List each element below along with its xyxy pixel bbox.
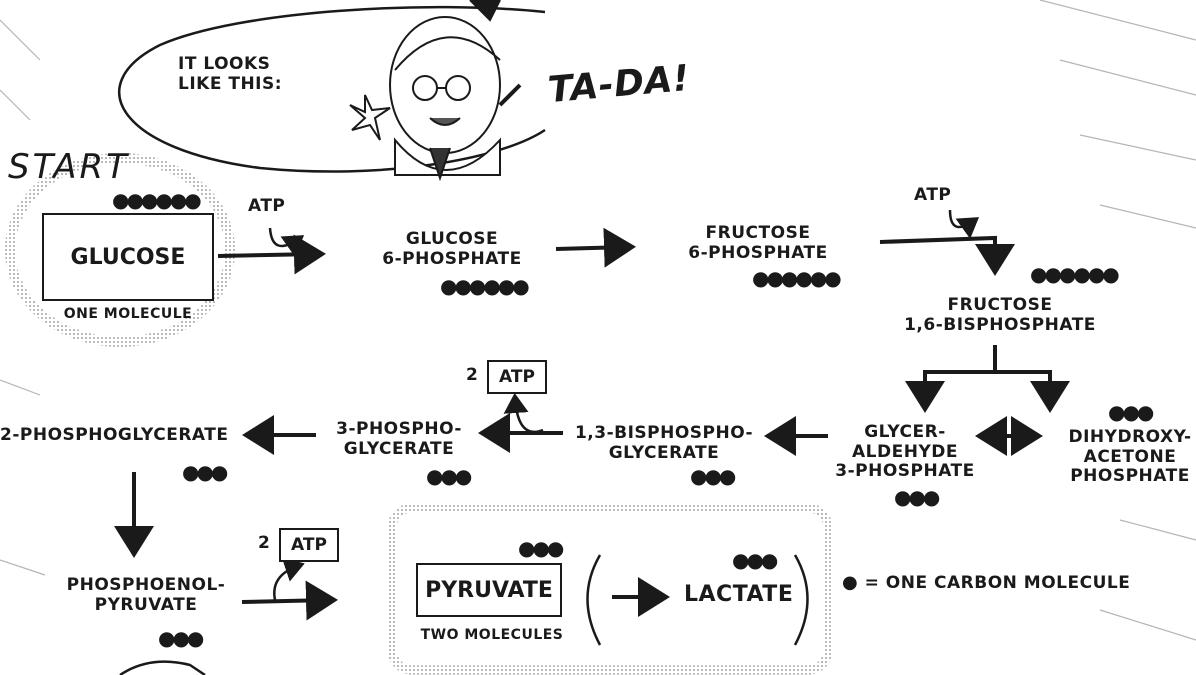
speech-line-2: LIKE THIS: <box>178 73 283 94</box>
carbon-dots-glucose: ●●●●●● <box>112 188 202 212</box>
atp-label-1: ATP <box>248 196 286 216</box>
carbon-dots-f16bp: ●●●●●● <box>1030 262 1120 286</box>
pyruvate-note: TWO MOLECULES <box>420 627 564 643</box>
3-phosphoglycerate: 3-PHOSPHO- GLYCERATE <box>336 419 462 459</box>
glucose-box: GLUCOSE <box>42 213 214 301</box>
speed-lines <box>0 0 1196 641</box>
phosphoenolpyruvate: PHOSPHOENOL- PYRUVATE <box>66 575 226 615</box>
start-label: START <box>8 147 130 187</box>
carbon-dots-lactate: ●●● <box>732 548 778 572</box>
legend: ● = ONE CARBON MOLECULE <box>842 572 1131 594</box>
carbon-dots-2pg: ●●● <box>182 460 228 484</box>
carbon-dots-pep: ●●● <box>158 626 204 650</box>
carbon-dots-pyruvate: ●●● <box>518 536 564 560</box>
carbon-dots-f6p: ●●●●●● <box>752 266 842 290</box>
carbon-dots-g6p: ●●●●●● <box>440 274 530 298</box>
partial-drawing <box>119 660 206 675</box>
atp-count-2: 2 <box>258 533 271 553</box>
glucose-6-phosphate: GLUCOSE 6-PHOSPHATE <box>382 229 522 269</box>
character-illustration <box>349 0 522 182</box>
start-ring <box>5 153 235 347</box>
bisphosphoglycerate: 1,3-BISPHOSPHO- GLYCERATE <box>574 423 754 463</box>
glyceraldehyde-3-phosphate: GLYCER- ALDEHYDE 3-PHOSPHATE <box>835 422 975 482</box>
lactate-label: LACTATE <box>684 582 794 607</box>
atp-count-1: 2 <box>466 365 479 385</box>
carbon-dots-dhap: ●●● <box>1108 400 1154 424</box>
carbon-dots-gap: ●●● <box>894 485 940 509</box>
paren-right <box>793 554 809 646</box>
speech-line-1: IT LOOKS <box>178 54 271 74</box>
atp-box-2: ATP <box>279 528 339 562</box>
fructose-6-phosphate: FRUCTOSE 6-PHOSPHATE <box>688 223 828 263</box>
arrows <box>114 209 1070 621</box>
carbon-dots-bpg: ●●● <box>690 464 736 488</box>
speech-text: IT LOOKS LIKE THIS: <box>178 54 283 94</box>
atp-box-1: ATP <box>487 360 547 394</box>
legend-text: = ONE CARBON MOLECULE <box>864 573 1131 593</box>
glucose-label: GLUCOSE <box>70 244 186 270</box>
2-phosphoglycerate: 2-PHOSPHOGLYCERATE <box>0 425 229 445</box>
legend-dot: ● <box>842 572 859 593</box>
atp-label-2: ATP <box>914 185 952 205</box>
carbon-dots-3pg: ●●● <box>426 464 472 488</box>
pyruvate-label: PYRUVATE <box>425 577 553 603</box>
pyruvate-box: PYRUVATE <box>416 563 562 617</box>
pyruvate-frame <box>387 503 833 675</box>
fructose-1-6-bisphosphate: FRUCTOSE 1,6-BISPHOSPHATE <box>904 295 1096 335</box>
dihydroxyacetone-phosphate: DIHYDROXY- ACETONE PHOSPHATE <box>1068 427 1192 487</box>
paren-left <box>586 554 602 646</box>
glucose-note: ONE MOLECULE <box>63 306 193 322</box>
